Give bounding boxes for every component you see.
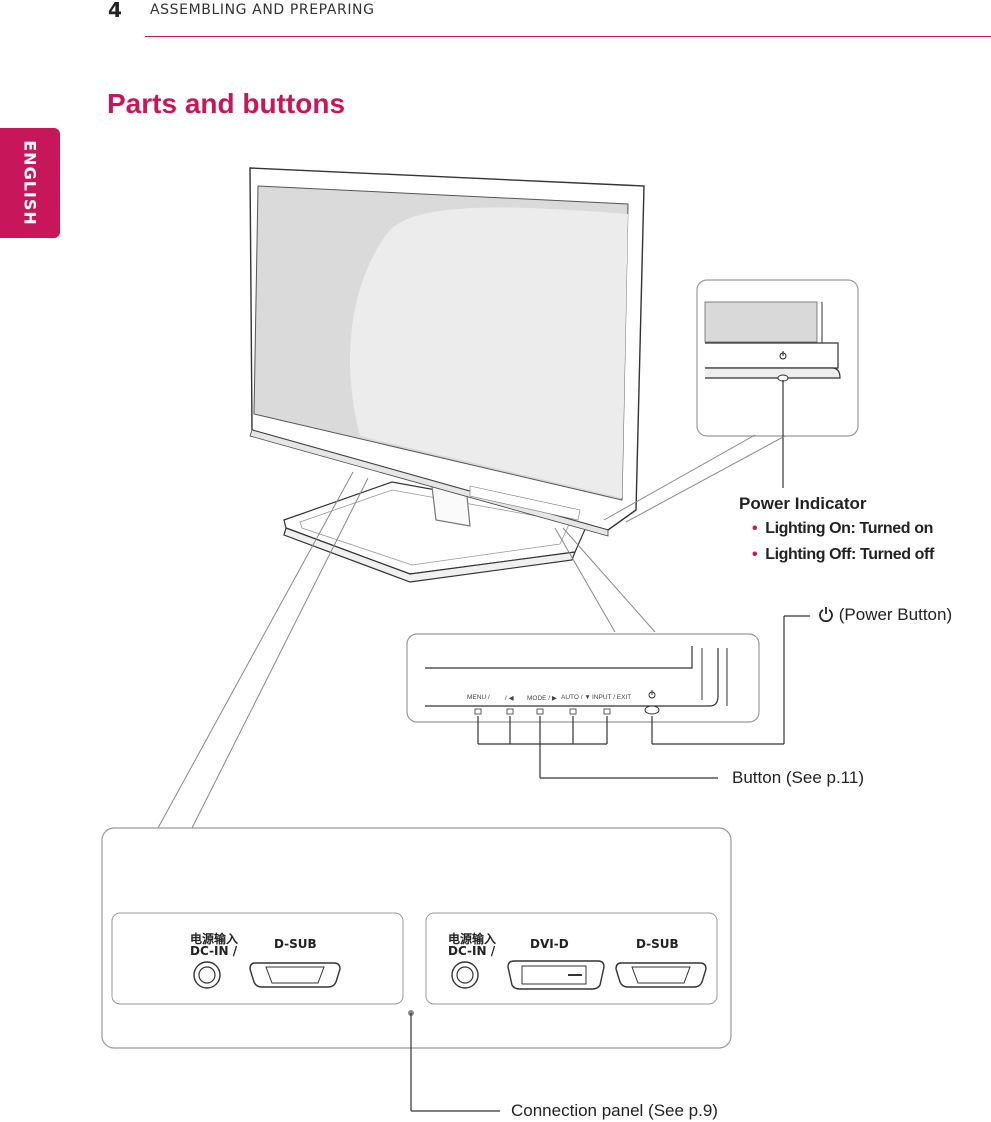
dvi-d-port — [507, 960, 605, 990]
d-sub-label-left: D-SUB — [274, 937, 317, 951]
language-tab — [0, 128, 60, 238]
d-sub-port-right — [615, 962, 707, 988]
dc-in-port-right — [451, 961, 479, 989]
connection-panel-left — [111, 912, 404, 1005]
button-panel-detail — [425, 646, 728, 715]
power-indicator-item: •Lighting Off: Turned off — [752, 546, 934, 563]
power-icon — [819, 607, 833, 623]
power-indicator-item: •Lighting On: Turned on — [752, 520, 933, 537]
connection-panel-leader — [408, 1010, 500, 1112]
connection-panel-callout: Connection panel (See p.9) — [511, 1101, 718, 1120]
auto-button-label: AUTO / ▼ — [561, 694, 591, 701]
dc-in-label-left: 电源输入 DC-IN / — [190, 932, 239, 958]
button-leaders — [477, 716, 718, 779]
page-number: 4 — [108, 0, 122, 22]
connection-panel-right — [425, 912, 718, 1005]
header-divider — [145, 36, 991, 37]
input-button-label: INPUT / EXIT — [592, 694, 632, 701]
power-button-label: (Power Button) — [838, 605, 953, 624]
power-button-leader — [651, 615, 810, 745]
ease-button-label: / ◀ — [505, 695, 514, 702]
dc-in-port-left — [193, 961, 221, 989]
power-indicator-title: Power Indicator — [739, 494, 867, 513]
button-panel-zoom-frame — [406, 633, 760, 723]
dvi-d-label: DVI-D — [530, 937, 569, 951]
monitor-body — [249, 167, 645, 537]
d-sub-port-left — [249, 962, 341, 988]
page-title: Parts and buttons — [107, 88, 346, 119]
menu-button-label: MENU / — [467, 694, 490, 701]
power-button-callout: (Power Button) — [818, 605, 952, 625]
dc-in-label-right: 电源输入 DC-IN / — [448, 932, 497, 958]
power-indicator-zoom-detail — [704, 301, 841, 382]
d-sub-label-right: D-SUB — [636, 937, 679, 951]
section-title: ASSEMBLING AND PREPARING — [150, 2, 375, 18]
button-callout: Button (See p.11) — [732, 768, 864, 787]
mode-button-label: MODE / ▶ — [527, 695, 557, 702]
